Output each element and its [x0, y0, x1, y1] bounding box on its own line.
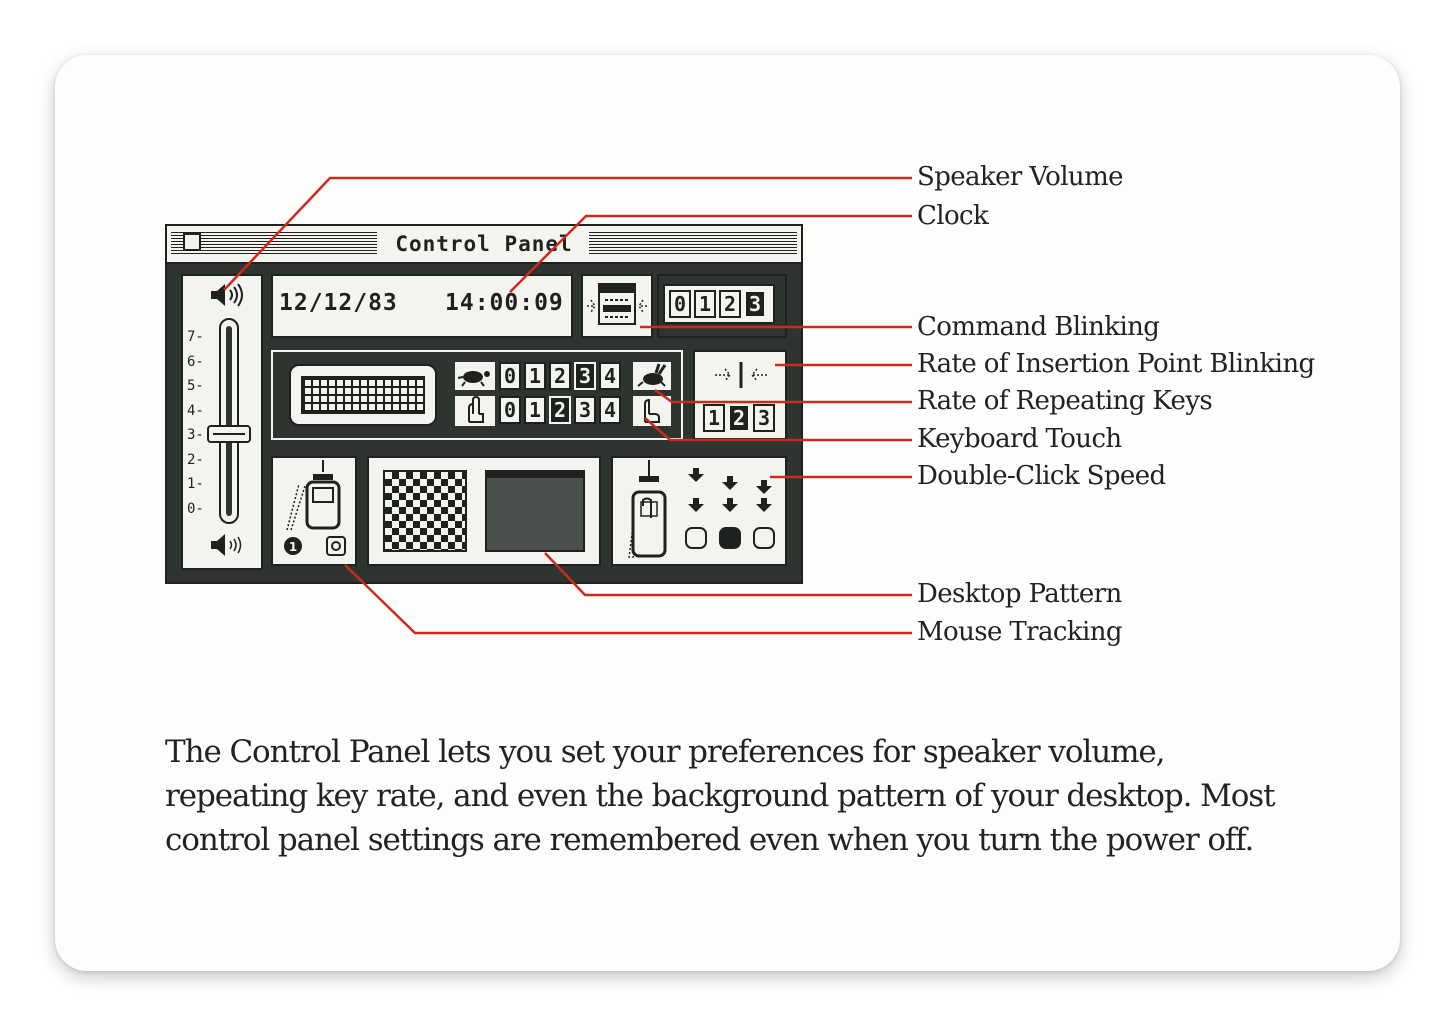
label-clock: Clock — [917, 201, 989, 231]
rabbit-fast-icon — [633, 362, 671, 390]
repeat-rate-option[interactable]: 4 — [599, 362, 621, 390]
insertion-blink-option[interactable]: 2 — [728, 404, 750, 432]
desktop-pattern-preview[interactable] — [485, 470, 585, 552]
label-command-blinking: Command Blinking — [917, 312, 1160, 342]
label-mouse-tracking: Mouse Tracking — [917, 617, 1123, 647]
volume-tick-label: 5- — [187, 378, 204, 394]
command-blink-option[interactable]: 0 — [669, 290, 691, 318]
double-click-speed-panel — [611, 456, 787, 566]
title-bar-stripes-left — [171, 232, 377, 254]
insertion-blink-option[interactable]: 1 — [703, 404, 725, 432]
double-click-speed-icon — [628, 460, 775, 559]
desktop-pattern-panel — [367, 456, 601, 566]
volume-tick-label: 3- — [187, 427, 204, 443]
clock-panel[interactable]: 12/12/83 14:00:09 — [271, 274, 573, 338]
label-desktop-pattern: Desktop Pattern — [917, 579, 1122, 609]
hand-heavy-touch-icon — [633, 396, 671, 426]
volume-tick-label: 6- — [187, 353, 204, 370]
control-panel-window: Control Panel 7- 6- 5- 4- 3- 2- 1- 0- 12/12/83 … — [165, 224, 803, 584]
repeat-rate-option[interactable]: 2 — [549, 362, 571, 390]
label-repeating-keys: Rate of Repeating Keys — [917, 386, 1213, 416]
clock-date[interactable]: 12/12/83 — [279, 290, 398, 316]
volume-tick-label: 1- — [187, 476, 204, 492]
speaker-soft-icon — [211, 534, 242, 556]
window-title: Control Panel — [382, 230, 586, 258]
hand-light-touch-icon — [455, 396, 495, 426]
speaker-volume-panel: 7- 6- 5- 4- 3- 2- 1- 0- — [181, 274, 263, 570]
keyboard-touch-option[interactable]: 4 — [599, 396, 621, 424]
keyboard-icon — [289, 364, 437, 426]
keyboard-touch-option[interactable]: 1 — [524, 396, 546, 424]
volume-tick-label: 0- — [187, 500, 204, 517]
insertion-point-icon — [715, 362, 767, 388]
label-double-click-speed: Double-Click Speed — [917, 461, 1166, 491]
caption-paragraph: The Control Panel lets you set your pref… — [165, 734, 1276, 858]
keyboard-touch-option[interactable]: 3 — [574, 396, 596, 424]
repeat-rate-option[interactable]: 0 — [499, 362, 521, 390]
command-blink-option[interactable]: 3 — [744, 290, 766, 318]
svg-text:1: 1 — [289, 540, 297, 554]
repeat-rate-option[interactable]: 3 — [574, 362, 596, 390]
volume-tick-label: 2- — [187, 451, 204, 468]
keyboard-touch-option[interactable]: 2 — [549, 396, 571, 424]
turtle-slow-icon — [455, 362, 495, 390]
mouse-tracking-panel: 1 — [271, 456, 357, 566]
clock-time[interactable]: 14:00:09 — [445, 290, 564, 316]
repeat-rate-option[interactable]: 1 — [524, 362, 546, 390]
command-blink-icon-panel — [581, 274, 653, 338]
label-insertion-blinking: Rate of Insertion Point Blinking — [917, 349, 1315, 379]
command-blink-option[interactable]: 1 — [694, 290, 716, 318]
title-bar-stripes-right — [589, 232, 797, 254]
pattern-editor[interactable] — [383, 470, 467, 552]
mouse-icon: 1 — [284, 460, 346, 556]
command-blink-option[interactable]: 2 — [719, 290, 741, 318]
label-keyboard-touch: Keyboard Touch — [917, 424, 1122, 454]
volume-slider-thumb[interactable] — [207, 425, 251, 443]
speaker-loud-icon — [211, 283, 243, 307]
volume-slider-track[interactable] — [219, 318, 239, 524]
volume-tick-label: 7- — [187, 329, 204, 345]
keyboard-touch-option[interactable]: 0 — [499, 396, 521, 424]
menu-blink-icon — [587, 283, 647, 325]
volume-tick-label: 4- — [187, 402, 204, 419]
insertion-blink-option[interactable]: 3 — [753, 404, 775, 432]
title-bar[interactable]: Control Panel — [167, 226, 801, 264]
close-box-button[interactable] — [183, 233, 201, 251]
label-speaker-volume: Speaker Volume — [917, 162, 1124, 192]
